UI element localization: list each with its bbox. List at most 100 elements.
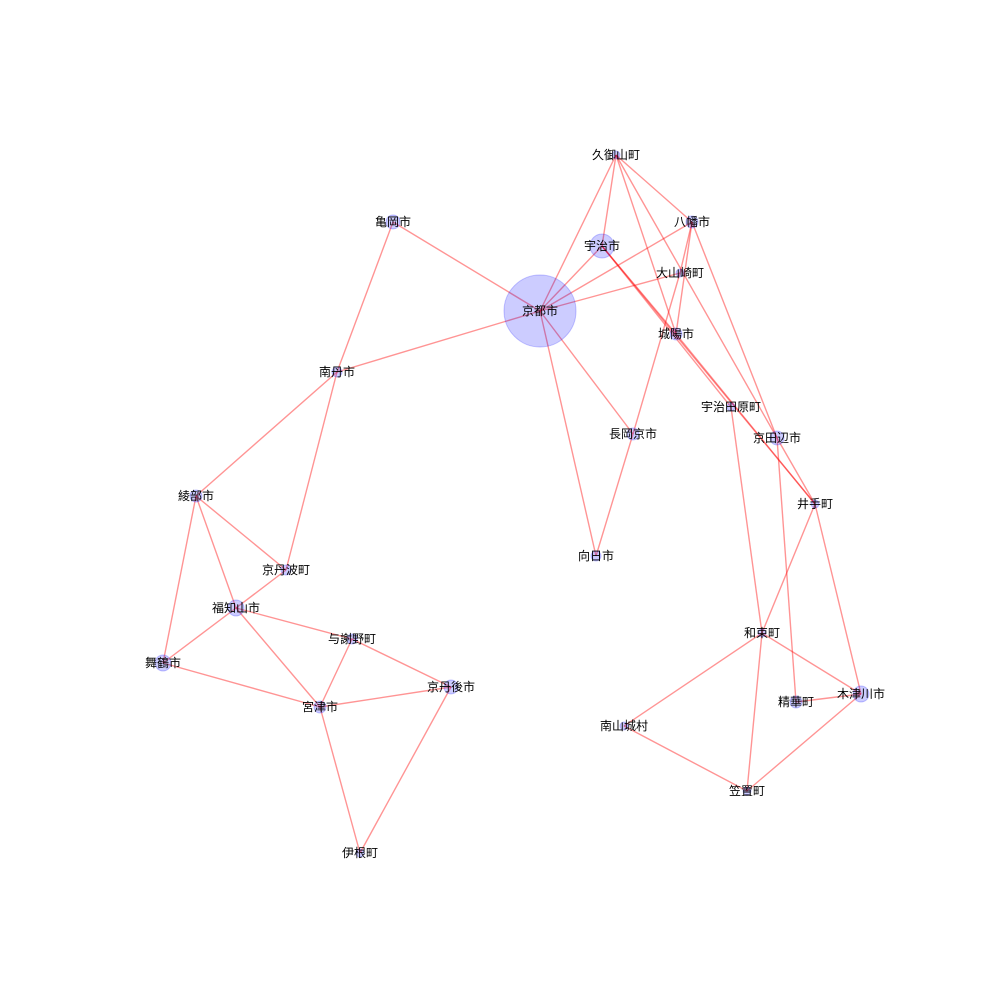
node-label-muko: 向日市 bbox=[578, 548, 614, 563]
node-kasagi[interactable] bbox=[742, 786, 752, 796]
edge-kumiyama-uji bbox=[601, 154, 617, 247]
node-label-kyoto: 京都市 bbox=[522, 303, 558, 318]
edge-kyotanabe-seika bbox=[776, 437, 797, 703]
edge-nagaokakyo-muko bbox=[595, 433, 634, 557]
edge-minamiyamashiro-kasagi bbox=[623, 725, 748, 792]
edge-nantan-ayabe bbox=[195, 371, 338, 497]
node-label-kyotanabe: 京田辺市 bbox=[753, 430, 801, 445]
node-kizugawa[interactable] bbox=[852, 685, 870, 703]
node-label-yosano: 与謝野町 bbox=[328, 631, 376, 646]
node-muko[interactable] bbox=[590, 550, 602, 562]
node-maizuru[interactable] bbox=[154, 654, 172, 672]
edge-kyotanabe-ide bbox=[776, 437, 816, 505]
node-wazuka[interactable] bbox=[757, 628, 767, 638]
edge-miyazu-ine bbox=[319, 706, 361, 854]
node-label-kasagi: 笠置町 bbox=[729, 783, 765, 798]
node-oyamazaki[interactable] bbox=[675, 268, 685, 278]
node-label-uji: 宇治市 bbox=[584, 238, 620, 253]
edge-kyoto-uji bbox=[539, 245, 603, 312]
node-label-ujitawara: 宇治田原町 bbox=[701, 400, 761, 414]
node-label-oyamazaki: 大山崎町 bbox=[656, 266, 704, 280]
edge-yosano-miyazu bbox=[319, 638, 353, 708]
node-label-maizuru: 舞鶴市 bbox=[145, 655, 181, 670]
edge-ayabe-fukuchiyama bbox=[195, 495, 237, 609]
edge-yosano-kyotango bbox=[351, 638, 452, 688]
edge-kumiyama-joyo bbox=[615, 154, 677, 335]
node-label-ine: 伊根町 bbox=[342, 846, 378, 860]
node-joyo[interactable] bbox=[669, 327, 683, 341]
edge-nantan-kyotamba bbox=[285, 371, 338, 571]
node-label-joyo: 城陽市 bbox=[658, 326, 694, 341]
node-ine[interactable] bbox=[355, 848, 365, 858]
node-nantan[interactable] bbox=[331, 366, 343, 378]
edge-yawata-joyo bbox=[675, 221, 693, 335]
node-label-yawata: 八幡市 bbox=[674, 214, 710, 229]
node-yosano[interactable] bbox=[346, 633, 358, 645]
edge-kyoto-nantan bbox=[336, 310, 541, 373]
node-uji[interactable] bbox=[589, 233, 615, 259]
node-kumiyama[interactable] bbox=[611, 150, 621, 160]
edge-fukuchiyama-yosano bbox=[235, 607, 353, 640]
node-label-kizugawa: 木津川市 bbox=[837, 686, 885, 701]
edge-joyo-ide bbox=[675, 333, 816, 505]
edge-kizugawa-kasagi bbox=[746, 693, 862, 792]
node-miyazu[interactable] bbox=[313, 700, 327, 714]
node-ayabe[interactable] bbox=[189, 489, 203, 503]
edge-oyamazaki-nagaokakyo bbox=[632, 272, 681, 435]
edge-wazuka-minamiyamashiro bbox=[623, 632, 763, 727]
edge-kyoto-yawata bbox=[539, 221, 693, 312]
node-label-seika: 精華町 bbox=[778, 695, 814, 709]
node-ujitawara[interactable] bbox=[726, 402, 736, 412]
edge-ujitawara-wazuka bbox=[730, 406, 763, 634]
edge-kameoka-nantan bbox=[336, 221, 394, 373]
node-label-ayabe: 綾部市 bbox=[178, 488, 214, 503]
node-kameoka[interactable] bbox=[385, 214, 401, 230]
node-label-minamiyamashiro: 南山城村 bbox=[600, 718, 648, 733]
node-kyotamba[interactable] bbox=[280, 564, 292, 576]
node-label-nantan: 南丹市 bbox=[319, 364, 355, 379]
edge-kumiyama-yawata bbox=[615, 154, 693, 223]
edge-kizugawa-seika bbox=[795, 693, 862, 703]
edge-kyoto-muko bbox=[539, 310, 597, 557]
edge-kyoto-oyamazaki bbox=[539, 272, 681, 312]
node-label-nagaokakyo: 長岡京市 bbox=[609, 426, 657, 441]
edge-ayabe-kyotamba bbox=[195, 495, 287, 571]
edge-miyazu-kyotango bbox=[319, 686, 452, 708]
node-fukuchiyama[interactable] bbox=[227, 599, 245, 617]
edge-wazuka-kizugawa bbox=[761, 632, 862, 695]
node-label-kyotamba: 京丹波町 bbox=[262, 563, 310, 577]
node-yawata[interactable] bbox=[685, 215, 699, 229]
node-label-miyazu: 宮津市 bbox=[302, 699, 338, 714]
node-kyotanabe[interactable] bbox=[769, 430, 785, 446]
edge-fukuchiyama-maizuru bbox=[162, 607, 237, 664]
edge-kyoto-kameoka bbox=[392, 221, 541, 312]
edge-kyotamba-fukuchiyama bbox=[235, 569, 287, 609]
edge-uji-joyo bbox=[601, 245, 677, 335]
node-label-kameoka: 亀岡市 bbox=[375, 214, 411, 229]
edge-ayabe-maizuru bbox=[162, 495, 197, 664]
edge-ide-wazuka bbox=[761, 503, 816, 634]
node-kyotango[interactable] bbox=[443, 679, 459, 695]
edge-maizuru-miyazu bbox=[162, 662, 321, 708]
node-label-kyotango: 京丹後市 bbox=[427, 679, 475, 694]
edge-uji-ujitawara bbox=[601, 245, 732, 408]
node-label-ide: 井手町 bbox=[797, 497, 833, 511]
edge-kyoto-nagaokakyo bbox=[539, 310, 634, 435]
node-minamiyamashiro[interactable] bbox=[619, 721, 629, 731]
node-seika[interactable] bbox=[789, 695, 803, 709]
edge-kyoto-kumiyama bbox=[539, 154, 617, 312]
edge-yawata-kyotanabe bbox=[691, 221, 778, 439]
node-nagaokakyo[interactable] bbox=[626, 427, 640, 441]
node-label-kumiyama: 久御山町 bbox=[592, 147, 640, 162]
edge-wazuka-kasagi bbox=[746, 632, 763, 792]
node-label-fukuchiyama: 福知山市 bbox=[212, 600, 260, 615]
node-kyoto[interactable] bbox=[503, 274, 577, 348]
edge-ide-kizugawa bbox=[814, 503, 862, 695]
node-label-wazuka: 和束町 bbox=[744, 626, 780, 640]
edge-layer bbox=[162, 154, 862, 854]
node-ide[interactable] bbox=[810, 499, 820, 509]
edge-kyotango-ine bbox=[359, 686, 452, 854]
edge-uji-ide bbox=[601, 245, 816, 505]
